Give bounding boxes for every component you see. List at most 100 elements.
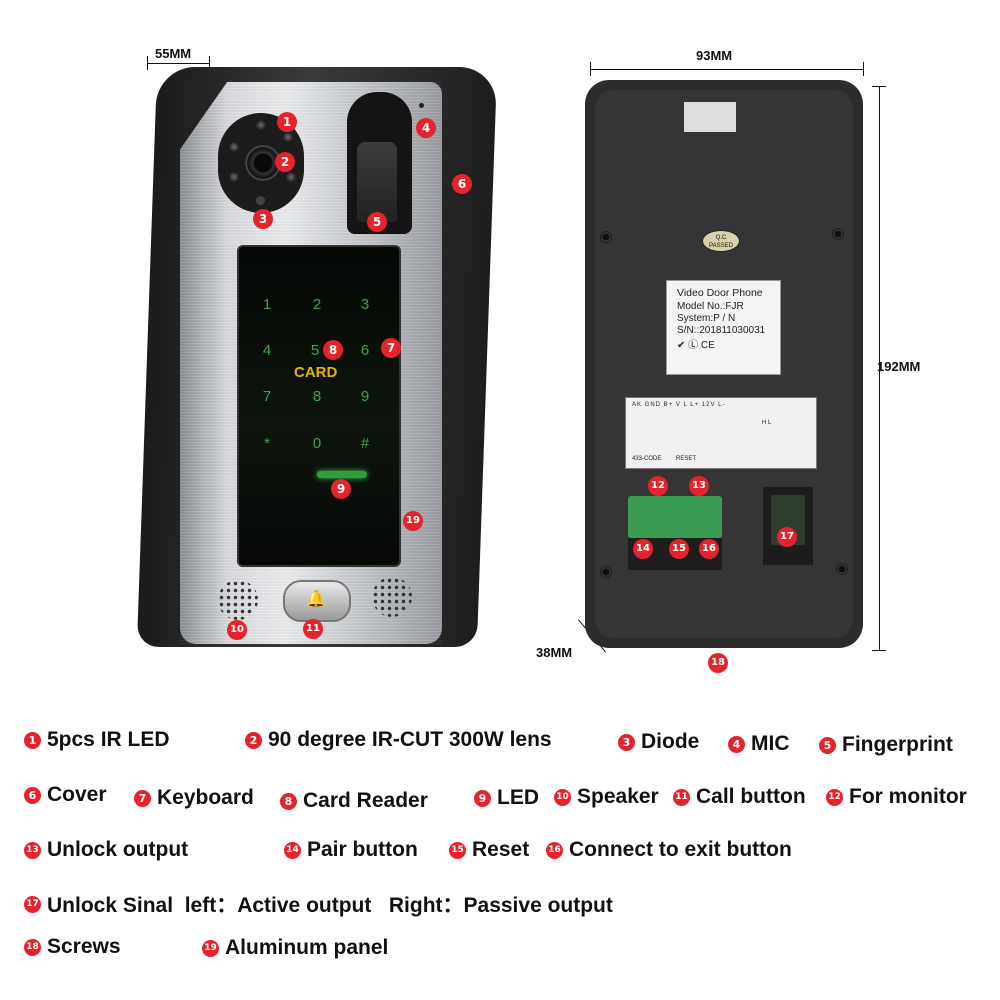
depth-label-top: 55MM [155,46,192,61]
marker-16: 16 [699,539,719,559]
speaker-grille-right [372,577,412,617]
legend-item-exit-button: 16 Connect to exit button [546,838,792,862]
ir-led [256,120,266,130]
legend-number: 19 [202,939,219,957]
ir-led [283,132,293,142]
legend-label: Fingerprint [842,733,953,756]
marker-11: 11 [303,619,323,639]
serial-sticker [684,102,736,132]
marker-15: 15 [669,539,689,559]
screw [600,566,612,578]
pair-caption: 433-CODE [632,456,662,462]
key-0[interactable]: 0 [312,435,322,452]
legend-item-pair-button: 14 Pair button [284,838,418,862]
legend-item-unlock-signal: 17 Unlock Sinal left：Active output Right… [24,889,613,919]
product-label: Video Door Phone Model No.:FJR System:P … [666,280,781,375]
reset-caption: RESET [676,456,697,462]
marker-8: 8 [323,340,343,360]
qc-passed-sticker: Q.C PASSED [702,230,740,252]
legend-label: Connect to exit button [569,838,792,861]
legend-number: 17 [24,895,41,913]
ir-led [229,172,239,182]
legend-label: Card Reader [303,789,428,812]
legend-label: Diode [641,730,700,753]
marker-6: 6 [452,174,472,194]
speaker-grille-left [218,580,258,620]
legend-label: Unlock Sinal left：Active output Right：Pa… [47,894,613,917]
legend-label: Aluminum panel [225,936,389,959]
legend-number: 6 [24,786,41,804]
legend-number: 7 [134,789,151,807]
legend-item-keyboard: 7 Keyboard [134,786,254,810]
legend-item-card-reader: 8 Card Reader [280,789,428,813]
depth-label-bottom: 38MM [536,645,573,660]
ir-led [286,172,296,182]
legend-item-ir-led: 1 5pcs IR LED [24,728,170,752]
status-led [317,471,367,478]
key-6[interactable]: 6 [360,342,370,359]
legend-number: 4 [728,735,745,753]
legend-item-call-button: 11 Call button [673,785,806,809]
legend-item-mic: 4 MIC [728,732,790,756]
legend-number: 12 [826,788,843,806]
legend-item-led: 9 LED [474,786,539,810]
legend-label: Call button [696,785,806,808]
marker-9: 9 [331,479,351,499]
label-model: Model No.:FJR [677,301,744,312]
key-9[interactable]: 9 [360,388,370,405]
legend-item-lens: 2 90 degree IR-CUT 300W lens [245,728,552,752]
marker-14: 14 [633,539,653,559]
key-7[interactable]: 7 [262,388,272,405]
fingerprint-sensor[interactable] [357,142,397,222]
legend-number: 2 [245,731,262,749]
legend-number: 5 [819,736,836,754]
label-system: System:P / N [677,313,736,324]
marker-2: 2 [275,152,295,172]
legend-number: 15 [449,841,466,859]
marker-5: 5 [367,212,387,232]
key-2[interactable]: 2 [312,296,322,313]
legend-number: 13 [24,841,41,859]
legend-item-unlock-output: 13 Unlock output [24,838,188,862]
legend-number: 9 [474,789,491,807]
legend-item-for-monitor: 12 For monitor [826,785,967,809]
label-sn: S/N::201811030031 [677,325,766,336]
legend-item-screws: 18 Screws [24,935,121,959]
legend-label: LED [497,786,539,809]
marker-18: 18 [708,653,728,673]
key-hash[interactable]: # [360,435,370,452]
marker-12: 12 [648,476,668,496]
legend-label: Screws [47,935,121,958]
legend-number: 3 [618,733,635,751]
key-8[interactable]: 8 [312,388,322,405]
touch-keypad[interactable] [237,245,401,567]
call-button[interactable] [283,580,351,622]
key-3[interactable]: 3 [360,296,370,313]
marker-3: 3 [253,209,273,229]
legend-label: Speaker [577,785,659,808]
card-reader-label: CARD [294,364,338,381]
legend-number: 1 [24,731,41,749]
marker-17: 17 [777,527,797,547]
marker-19: 19 [403,511,423,531]
legend-number: 10 [554,788,571,806]
legend-label: Cover [47,783,107,806]
jumper-hl-caption: H L [762,420,772,426]
legend-label: Keyboard [157,786,254,809]
key-4[interactable]: 4 [262,342,272,359]
legend-number: 8 [280,792,297,810]
height-label-back: 192MM [877,359,921,374]
key-star[interactable]: * [264,435,270,452]
screw [836,563,848,575]
legend-number: 16 [546,841,563,859]
marker-1: 1 [277,112,297,132]
marker-10: 10 [227,620,247,640]
key-1[interactable]: 1 [262,296,272,313]
legend-item-cover: 6 Cover [24,783,107,807]
key-5[interactable]: 5 [310,342,320,359]
legend-item-aluminum-panel: 19 Aluminum panel [202,936,388,960]
certification-marks: ✔ Ⓛ CE [677,340,715,351]
terminal-names: AK GND B+ V L L+ 12V L- [632,402,726,408]
width-label-back: 93MM [696,48,733,63]
circuit-board [628,496,722,538]
